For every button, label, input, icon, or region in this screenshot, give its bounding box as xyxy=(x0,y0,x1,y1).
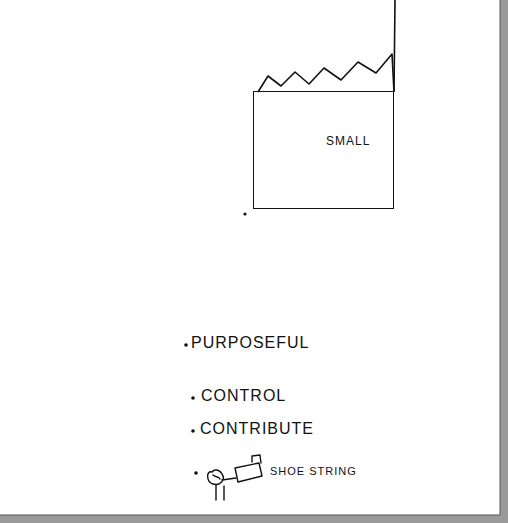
doodle-leg xyxy=(215,485,216,500)
doodle-leg xyxy=(223,486,224,500)
bullet-dot xyxy=(191,396,195,400)
note-text: PURPOSEFUL xyxy=(191,334,309,352)
note-text: CONTROL xyxy=(201,387,286,405)
bullet-dot xyxy=(194,471,198,475)
doodle-box xyxy=(235,463,262,482)
box-label: SMALL xyxy=(326,134,370,148)
chimney-line xyxy=(394,0,395,92)
factory-box: SMALL xyxy=(253,91,394,209)
doodle-hair xyxy=(213,475,220,479)
note-text: CONTRIBUTE xyxy=(200,420,314,438)
doodle-head xyxy=(208,470,224,484)
doodle-box-lid xyxy=(252,455,261,463)
person-doodle xyxy=(208,455,262,500)
bullet-dot xyxy=(184,343,188,347)
doodle-arm xyxy=(222,478,236,480)
note-text: SHOE STRING xyxy=(270,465,357,477)
frame-line xyxy=(500,0,501,515)
stray-dot xyxy=(243,212,246,215)
bullet-dot xyxy=(191,429,195,433)
frame-edge xyxy=(500,0,508,523)
frame-edge xyxy=(0,515,508,523)
frame-line xyxy=(0,515,500,516)
factory-roof xyxy=(258,54,394,92)
